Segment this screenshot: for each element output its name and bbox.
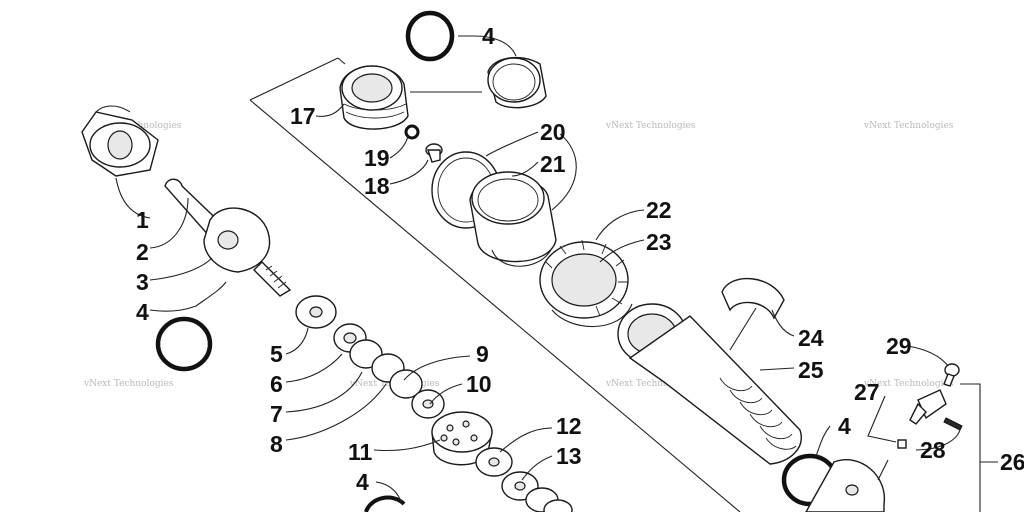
part-label-9: 9	[476, 341, 489, 367]
part-label-25: 25	[798, 357, 824, 383]
lower-shim-stack	[475, 447, 573, 512]
part-18-valve	[425, 143, 443, 163]
part-label-5: 5	[270, 341, 283, 367]
part-26-lower-body	[805, 459, 885, 512]
part-22-spanner-nut	[539, 239, 629, 319]
watermark-text: vNext Technologies	[605, 379, 696, 389]
part-19-small-o-ring	[404, 124, 420, 140]
part-27-bracket	[867, 395, 897, 443]
part-28-pin	[943, 417, 963, 431]
part-label-3: 3	[136, 269, 149, 295]
subassembly-frame-diagonal	[249, 99, 741, 512]
part-label-18: 18	[364, 173, 390, 199]
part-label-4: 4	[136, 299, 149, 325]
part-27-fitting	[909, 389, 947, 425]
part-label-26: 26	[1000, 449, 1024, 475]
part-29-screw	[943, 363, 960, 387]
subassembly-frame-right	[337, 57, 346, 65]
part-label-4-top: 4	[482, 23, 495, 49]
leader-lines	[115, 35, 961, 505]
part-4-o-ring-bottom	[364, 495, 406, 512]
part-21-reservoir-tube	[469, 171, 557, 263]
part-label-7: 7	[270, 401, 283, 427]
watermark-text: vNext Technologies	[83, 379, 174, 389]
part-2-shaft-assembly	[164, 178, 292, 297]
part-label-12: 12	[556, 413, 582, 439]
part-26-bracket	[960, 383, 981, 512]
part-label-20: 20	[540, 119, 566, 145]
part-17-cap	[339, 65, 409, 130]
part-number-labels: 1 2 3 4 5 6 7 8 9 10 11 12 13 17 18 19 2…	[136, 23, 1024, 495]
part-label-13: 13	[556, 443, 582, 469]
part-24-spring-seat	[721, 277, 785, 320]
part-20-clip	[491, 247, 553, 267]
part-label-4-bottom-left: 4	[356, 469, 369, 495]
part-11-piston	[431, 411, 493, 466]
part-27-small-fitting	[897, 439, 907, 449]
subassembly-frame	[249, 57, 339, 101]
watermark-text: vNext Technologies	[863, 121, 954, 131]
part-label-24: 24	[798, 325, 824, 351]
shim-stack	[295, 295, 445, 419]
part-label-11: 11	[348, 439, 373, 465]
part-label-27: 27	[854, 379, 880, 405]
part-label-1: 1	[136, 207, 149, 233]
part-23-lock-ring	[551, 303, 633, 328]
part-label-10: 10	[466, 371, 492, 397]
part-label-29: 29	[886, 333, 912, 359]
part-4-o-ring-left	[155, 316, 213, 372]
part-4-band-top	[487, 56, 547, 109]
part-label-17: 17	[290, 103, 316, 129]
part-label-6: 6	[270, 371, 283, 397]
part-label-2: 2	[136, 239, 149, 265]
part-25-shock-body	[617, 303, 802, 465]
part-label-23: 23	[646, 229, 672, 255]
part-1-eyelet-cap	[81, 105, 159, 177]
watermark-text: vNext Technologies	[605, 121, 696, 131]
part-label-21: 21	[540, 151, 566, 177]
part-label-4-right: 4	[838, 413, 851, 439]
part-label-8: 8	[270, 431, 283, 457]
part-label-28: 28	[920, 437, 946, 463]
part-label-19: 19	[364, 145, 390, 171]
part-4-o-ring-top	[405, 10, 455, 62]
watermark-text: vNext Technologies	[863, 379, 954, 389]
part-label-22: 22	[646, 197, 672, 223]
